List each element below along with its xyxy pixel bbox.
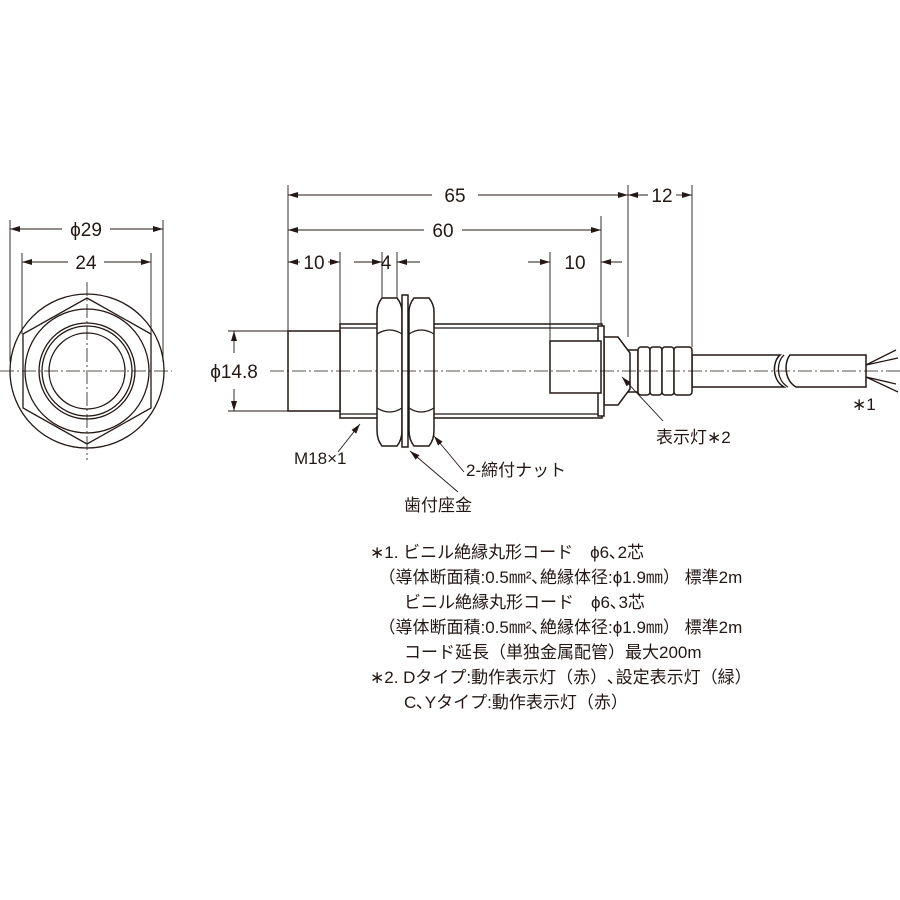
front-view: ϕ29 24 xyxy=(0,220,172,460)
thread-label: M18×1 xyxy=(294,449,346,468)
cable-boot xyxy=(627,346,693,396)
dim-nut-width: 4 xyxy=(381,253,392,274)
note-line: コード延長（単独金属配管）最大200m xyxy=(370,643,702,662)
front-outer-circle xyxy=(9,293,165,449)
lock-nut xyxy=(408,297,435,447)
dim-total-length: 65 xyxy=(444,186,465,207)
note-line: （導体断面積:0.5㎜²､絶縁体径:ϕ1.9㎜） 標準2m xyxy=(370,618,742,637)
dim-boot-length: 12 xyxy=(651,186,672,207)
note-line: ビニル絶縁丸形コード ϕ6､3芯 xyxy=(370,593,645,612)
cable-note-ref: ∗1 xyxy=(852,395,876,414)
dim-body-length: 60 xyxy=(432,221,453,242)
note-line: （導体断面積:0.5㎜²､絶縁体径:ϕ1.9㎜） 標準2m xyxy=(370,568,742,587)
side-view: 65 12 60 10 4 10 ϕ14.8 M18×1 2-締付ナット 歯付座… xyxy=(210,185,900,515)
note-line: ∗2. Dタイプ:動作表示灯（赤）､設定表示灯（緑） xyxy=(370,668,752,687)
note-line: C､Yタイプ:動作表示灯（赤） xyxy=(370,693,628,712)
note-line: ∗1. ビニル絶縁丸形コード ϕ6､2芯 xyxy=(370,543,644,562)
washer-label: 歯付座金 xyxy=(404,496,472,515)
dim-indicator-length: 10 xyxy=(564,253,585,274)
dim-outer-diameter: ϕ29 xyxy=(70,220,102,241)
indicator-label: 表示灯∗2 xyxy=(656,428,731,447)
notes: ∗1. ビニル絶縁丸形コード ϕ6､2芯 （導体断面積:0.5㎜²､絶縁体径:ϕ… xyxy=(370,543,752,712)
dim-across-flats: 24 xyxy=(75,253,97,274)
nut-label: 2-締付ナット xyxy=(466,461,566,480)
lock-nut xyxy=(376,297,403,447)
dim-cap-length: 10 xyxy=(303,253,324,274)
indicator-lamp xyxy=(549,340,602,394)
cable-wires xyxy=(865,349,899,393)
dim-cap-diameter: ϕ14.8 xyxy=(210,362,258,383)
